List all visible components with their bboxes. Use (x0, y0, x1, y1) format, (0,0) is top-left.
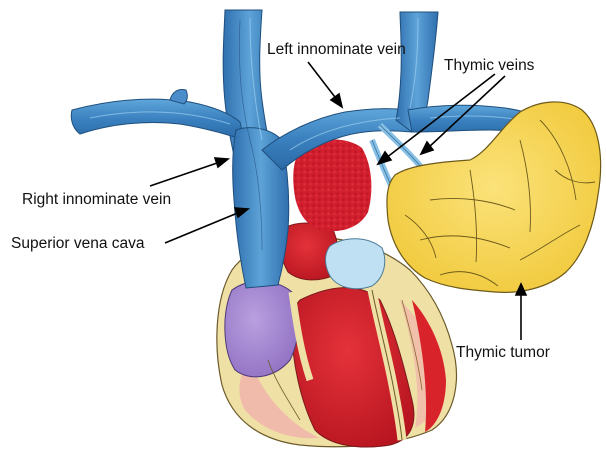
label-left-innominate-vein: Left innominate vein (267, 40, 407, 59)
arrow-right-innominate-vein (150, 162, 220, 186)
arrow-head-left-innominate-vein (331, 94, 342, 107)
arrow-superior-vena-cava (165, 212, 240, 243)
label-thymic-tumor: Thymic tumor (456, 343, 550, 362)
label-thymic-veins: Thymic veins (444, 56, 534, 75)
aortic-root (326, 239, 385, 289)
arrow-head-right-innominate-vein (215, 158, 228, 167)
right-subclavian-vein (71, 99, 244, 140)
label-right-innominate-vein: Right innominate vein (22, 190, 171, 209)
arrow-head-thymic-vein-2 (421, 142, 433, 154)
right-atrium (225, 281, 299, 377)
label-superior-vena-cava: Superior vena cava (11, 234, 145, 253)
arrow-left-innominate-vein (308, 62, 338, 101)
